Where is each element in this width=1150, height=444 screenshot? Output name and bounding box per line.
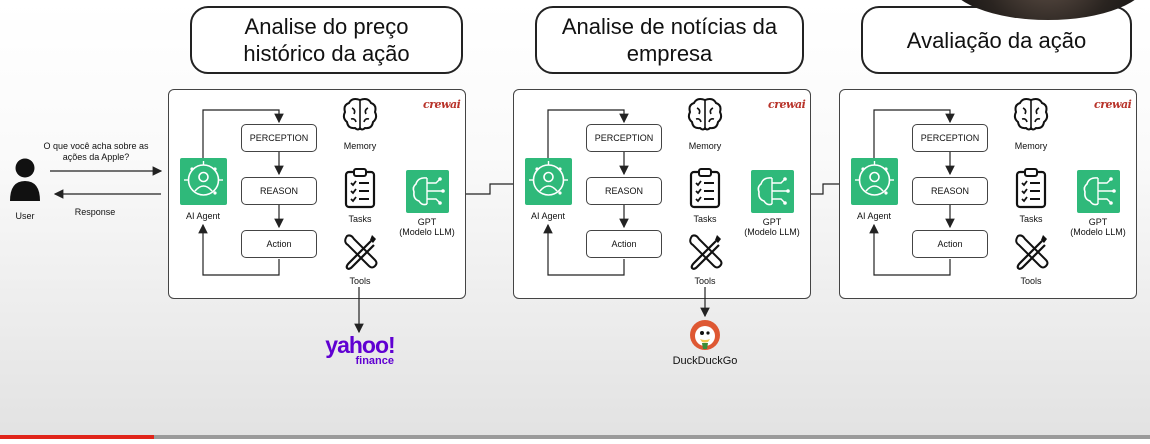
gpt-sublabel: (Modelo LLM) (399, 227, 455, 237)
clipboard-icon (1014, 167, 1048, 209)
reason-step: REASON (586, 177, 662, 205)
gpt-label: GPT (417, 217, 437, 227)
brain-icon (1011, 94, 1051, 134)
crewai-logo: crewai (768, 98, 806, 111)
tools-label: Tools (349, 276, 371, 286)
memory-label: Memory (1014, 141, 1048, 151)
ai-agent-icon (851, 158, 898, 205)
gpt-label: GPT (1088, 217, 1108, 227)
clipboard-icon (343, 167, 377, 209)
action-step: Action (241, 230, 317, 258)
agent-panel-1: crewai AI Agent PERCEPTION (168, 89, 466, 299)
user-label: User (15, 211, 35, 221)
crewai-logo: crewai (423, 98, 461, 111)
video-progress-bar[interactable] (0, 435, 1150, 439)
ai-agent-label: AI Agent (185, 211, 221, 221)
stage-title-3: Avaliação da ação (861, 6, 1132, 74)
gpt-icon (751, 170, 794, 213)
perception-step: PERCEPTION (241, 124, 317, 152)
tasks-label: Tasks (1019, 214, 1043, 224)
tools-icon (686, 232, 724, 272)
agent-loop-arrows (169, 90, 467, 305)
crewai-logo: crewai (1094, 98, 1132, 111)
ai-agent-label: AI Agent (530, 211, 566, 221)
video-progress-fill (0, 435, 154, 439)
duckduckgo-icon (689, 319, 721, 351)
clipboard-icon (688, 167, 722, 209)
gpt-sublabel: (Modelo LLM) (744, 227, 800, 237)
tasks-label: Tasks (348, 214, 372, 224)
reason-step: REASON (241, 177, 317, 205)
tools-icon (341, 232, 379, 272)
ai-agent-icon (180, 158, 227, 205)
yahoo-brand: yahoo! (325, 332, 395, 358)
reason-step: REASON (912, 177, 988, 205)
perception-step: PERCEPTION (586, 124, 662, 152)
memory-label: Memory (343, 141, 377, 151)
stage-title-1: Analise do preço histórico da ação (190, 6, 463, 74)
tools-label: Tools (1020, 276, 1042, 286)
gpt-sublabel: (Modelo LLM) (1070, 227, 1126, 237)
brain-icon (340, 94, 380, 134)
perception-step: PERCEPTION (912, 124, 988, 152)
gpt-icon (406, 170, 449, 213)
action-step: Action (586, 230, 662, 258)
tasks-label: Tasks (693, 214, 717, 224)
brain-icon (685, 94, 725, 134)
gpt-label: GPT (762, 217, 782, 227)
stage-title-2: Analise de notícias da empresa (535, 6, 804, 74)
duckduckgo-label: DuckDuckGo (672, 355, 738, 367)
response-label: Response (74, 207, 116, 217)
gpt-icon (1077, 170, 1120, 213)
agent-loop-arrows (514, 90, 812, 305)
user-icon (8, 158, 42, 202)
tools-icon (1012, 232, 1050, 272)
user-question: O que você acha sobre as ações da Apple? (43, 141, 149, 162)
ai-agent-label: AI Agent (856, 211, 892, 221)
agent-panel-2: crewai AI Agent PERCEPTION (513, 89, 811, 299)
ai-agent-icon (525, 158, 572, 205)
agent-loop-arrows (840, 90, 1138, 305)
yahoo-sub: finance (355, 355, 394, 367)
agent-panel-3: crewai AI Agent PERCEPTION (839, 89, 1137, 299)
tools-label: Tools (694, 276, 716, 286)
memory-label: Memory (688, 141, 722, 151)
yahoo-finance-logo: yahoo! finance (318, 332, 402, 367)
action-step: Action (912, 230, 988, 258)
